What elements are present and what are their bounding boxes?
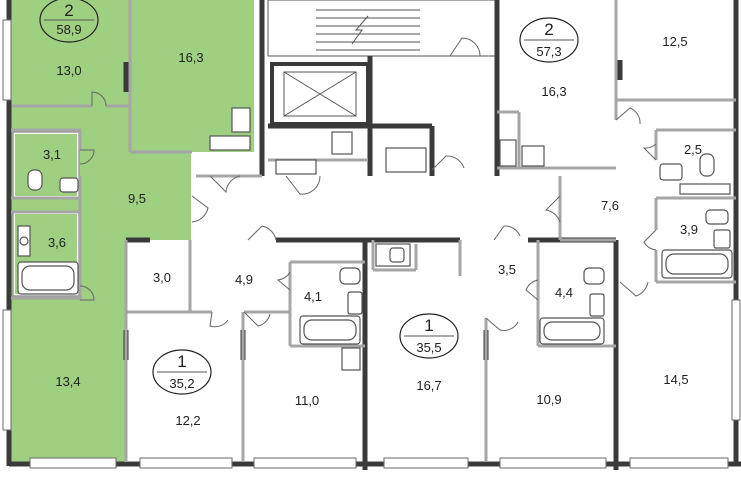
room-area-label: 16,3 bbox=[541, 84, 566, 99]
apartment-rooms: 1 bbox=[177, 352, 186, 371]
room-area-label: 11,0 bbox=[295, 393, 319, 408]
room-area-label: 3,0 bbox=[153, 270, 171, 285]
room-area-label: 16,7 bbox=[416, 378, 441, 393]
doors bbox=[79, 37, 657, 331]
partitions bbox=[11, 0, 736, 462]
apartment-area: 57,3 bbox=[536, 44, 561, 59]
room-area-label: 4,4 bbox=[555, 285, 573, 300]
apartment-rooms: 1 bbox=[424, 316, 433, 335]
apartment-badge[interactable]: 2 57,3 bbox=[519, 17, 579, 63]
fixtures bbox=[17, 107, 733, 371]
room-area-label: 12,5 bbox=[662, 34, 687, 49]
room-labels: 13,0 16,3 3,1 9,5 3,6 13,4 16,3 12,5 2,5… bbox=[43, 34, 702, 428]
highlight-fill bbox=[11, 0, 254, 152]
apartment-area: 35,2 bbox=[169, 376, 194, 391]
apartment-rooms: 2 bbox=[64, 1, 73, 20]
apartment-area: 58,9 bbox=[56, 22, 81, 37]
apartment-rooms: 2 bbox=[544, 20, 553, 39]
apartment-badge[interactable]: 1 35,2 bbox=[152, 349, 212, 395]
room-area-label: 4,9 bbox=[235, 272, 253, 287]
stairwell bbox=[267, 0, 497, 126]
room-area-label: 7,6 bbox=[601, 198, 619, 213]
room-area-label: 3,6 bbox=[48, 235, 66, 250]
windows bbox=[2, 19, 741, 469]
room-area-label: 9,5 bbox=[128, 191, 146, 206]
room-area-label: 4,1 bbox=[304, 289, 322, 304]
room-area-label: 14,5 bbox=[663, 372, 688, 387]
apartment-badge[interactable]: 2 58,9 bbox=[39, 0, 99, 43]
room-area-label: 16,3 bbox=[178, 50, 203, 65]
room-area-label: 3,9 bbox=[680, 222, 698, 237]
room-area-label: 13,0 bbox=[56, 63, 81, 78]
room-area-label: 3,5 bbox=[498, 262, 516, 277]
corridor bbox=[193, 176, 559, 240]
apartment-badge[interactable]: 1 35,5 bbox=[399, 313, 459, 359]
apartment-area: 35,5 bbox=[416, 340, 441, 355]
room-area-label: 2,5 bbox=[684, 142, 702, 157]
room-area-label: 13,4 bbox=[55, 374, 80, 389]
room-area-label: 3,1 bbox=[43, 147, 61, 162]
room-area-label: 12,2 bbox=[175, 413, 200, 428]
room-area-label: 10,9 bbox=[536, 392, 561, 407]
